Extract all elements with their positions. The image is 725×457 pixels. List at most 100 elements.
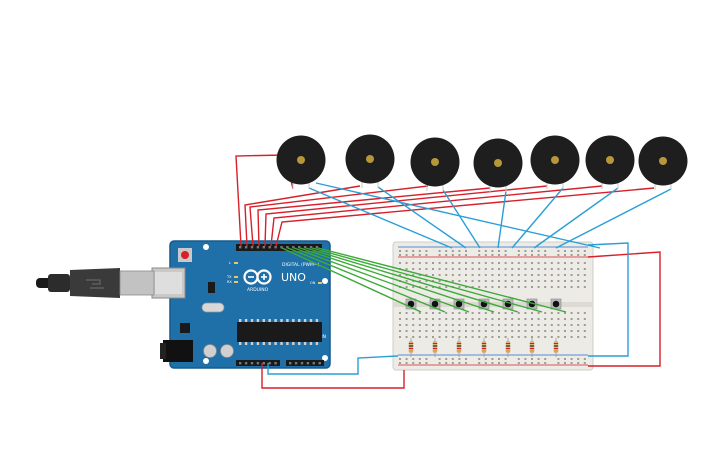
breadboard-hole[interactable] [511, 280, 514, 282]
breadboard-hole[interactable] [445, 336, 448, 338]
breadboard-hole[interactable] [484, 324, 487, 326]
rail-hole[interactable] [418, 358, 421, 360]
wire[interactable] [442, 189, 481, 249]
breadboard-hole[interactable] [557, 268, 560, 270]
breadboard-hole[interactable] [537, 274, 540, 276]
breadboard-hole[interactable] [399, 318, 401, 320]
breadboard-hole[interactable] [544, 330, 547, 332]
rail-hole[interactable] [399, 358, 401, 360]
breadboard-hole[interactable] [438, 324, 441, 326]
rail-hole[interactable] [438, 254, 441, 256]
breadboard-hole[interactable] [557, 274, 560, 276]
breadboard-hole[interactable] [550, 286, 553, 288]
rail-hole[interactable] [577, 358, 580, 360]
breadboard-hole[interactable] [570, 318, 573, 320]
wire[interactable] [257, 187, 491, 247]
breadboard-hole[interactable] [557, 324, 560, 326]
breadboard-hole[interactable] [531, 268, 533, 270]
digital-pin[interactable] [280, 246, 283, 249]
breadboard-hole[interactable] [544, 318, 547, 320]
rail-hole[interactable] [537, 254, 540, 256]
breadboard-hole[interactable] [418, 330, 421, 332]
digital-pin[interactable] [303, 246, 307, 249]
breadboard-hole[interactable] [451, 324, 454, 326]
breadboard-hole[interactable] [550, 274, 553, 276]
breadboard-hole[interactable] [498, 268, 500, 270]
rail-hole[interactable] [484, 254, 487, 256]
digital-pin[interactable] [309, 246, 313, 249]
breadboard-hole[interactable] [544, 280, 547, 282]
rail-hole[interactable] [577, 250, 580, 252]
breadboard-hole[interactable] [438, 336, 441, 338]
rail-hole[interactable] [465, 250, 467, 252]
breadboard-hole[interactable] [517, 286, 520, 288]
breadboard-hole[interactable] [465, 286, 467, 288]
breadboard-hole[interactable] [517, 330, 520, 332]
breadboard-hole[interactable] [445, 324, 448, 326]
piezo-buzzer[interactable] [410, 137, 460, 192]
breadboard-hole[interactable] [564, 312, 566, 314]
breadboard-hole[interactable] [438, 274, 441, 276]
breadboard-hole[interactable] [524, 318, 527, 320]
breadboard-hole[interactable] [484, 274, 487, 276]
rail-hole[interactable] [445, 362, 448, 364]
breadboard-hole[interactable] [458, 268, 461, 270]
breadboard-hole[interactable] [517, 262, 520, 264]
rail-hole[interactable] [491, 250, 494, 252]
wire[interactable] [244, 185, 361, 247]
rail-hole[interactable] [445, 250, 448, 252]
breadboard-hole[interactable] [537, 286, 540, 288]
breadboard-hole[interactable] [544, 274, 547, 276]
breadboard-hole[interactable] [484, 330, 487, 332]
rail-hole[interactable] [531, 250, 533, 252]
breadboard-hole[interactable] [465, 330, 467, 332]
breadboard-hole[interactable] [432, 262, 434, 264]
breadboard-hole[interactable] [537, 262, 540, 264]
breadboard-hole[interactable] [412, 268, 415, 270]
breadboard-hole[interactable] [412, 324, 415, 326]
breadboard-hole[interactable] [471, 274, 474, 276]
breadboard-hole[interactable] [557, 262, 560, 264]
breadboard-hole[interactable] [531, 330, 533, 332]
breadboard-hole[interactable] [478, 336, 481, 338]
breadboard-hole[interactable] [524, 262, 527, 264]
rail-hole[interactable] [504, 358, 507, 360]
breadboard-hole[interactable] [524, 324, 527, 326]
breadboard-hole[interactable] [550, 268, 553, 270]
rail-hole[interactable] [517, 362, 520, 364]
breadboard-hole[interactable] [517, 336, 520, 338]
breadboard-hole[interactable] [583, 312, 586, 314]
breadboard-hole[interactable] [517, 312, 520, 314]
rail-hole[interactable] [458, 250, 461, 252]
rail-hole[interactable] [564, 250, 566, 252]
breadboard-hole[interactable] [570, 262, 573, 264]
power-pin[interactable] [239, 362, 242, 365]
rail-hole[interactable] [399, 254, 401, 256]
breadboard-hole[interactable] [458, 280, 461, 282]
breadboard-hole[interactable] [491, 336, 494, 338]
breadboard-hole[interactable] [405, 312, 408, 314]
breadboard-hole[interactable] [458, 286, 461, 288]
breadboard-hole[interactable] [524, 336, 527, 338]
breadboard-hole[interactable] [471, 330, 474, 332]
breadboard-hole[interactable] [491, 330, 494, 332]
breadboard-hole[interactable] [458, 274, 461, 276]
breadboard-hole[interactable] [544, 336, 547, 338]
rail-hole[interactable] [445, 358, 448, 360]
breadboard-hole[interactable] [498, 336, 500, 338]
breadboard-hole[interactable] [438, 312, 441, 314]
breadboard-hole[interactable] [498, 280, 500, 282]
piezo-buzzer[interactable] [530, 135, 580, 190]
breadboard-hole[interactable] [484, 312, 487, 314]
breadboard-hole[interactable] [445, 274, 448, 276]
breadboard-hole[interactable] [564, 336, 566, 338]
rail-hole[interactable] [537, 250, 540, 252]
breadboard-hole[interactable] [570, 280, 573, 282]
breadboard-hole[interactable] [471, 280, 474, 282]
breadboard-hole[interactable] [517, 324, 520, 326]
wire[interactable] [275, 187, 655, 247]
reset-button[interactable] [181, 251, 189, 259]
rail-hole[interactable] [412, 250, 415, 252]
rail-hole[interactable] [451, 254, 454, 256]
breadboard-hole[interactable] [550, 262, 553, 264]
